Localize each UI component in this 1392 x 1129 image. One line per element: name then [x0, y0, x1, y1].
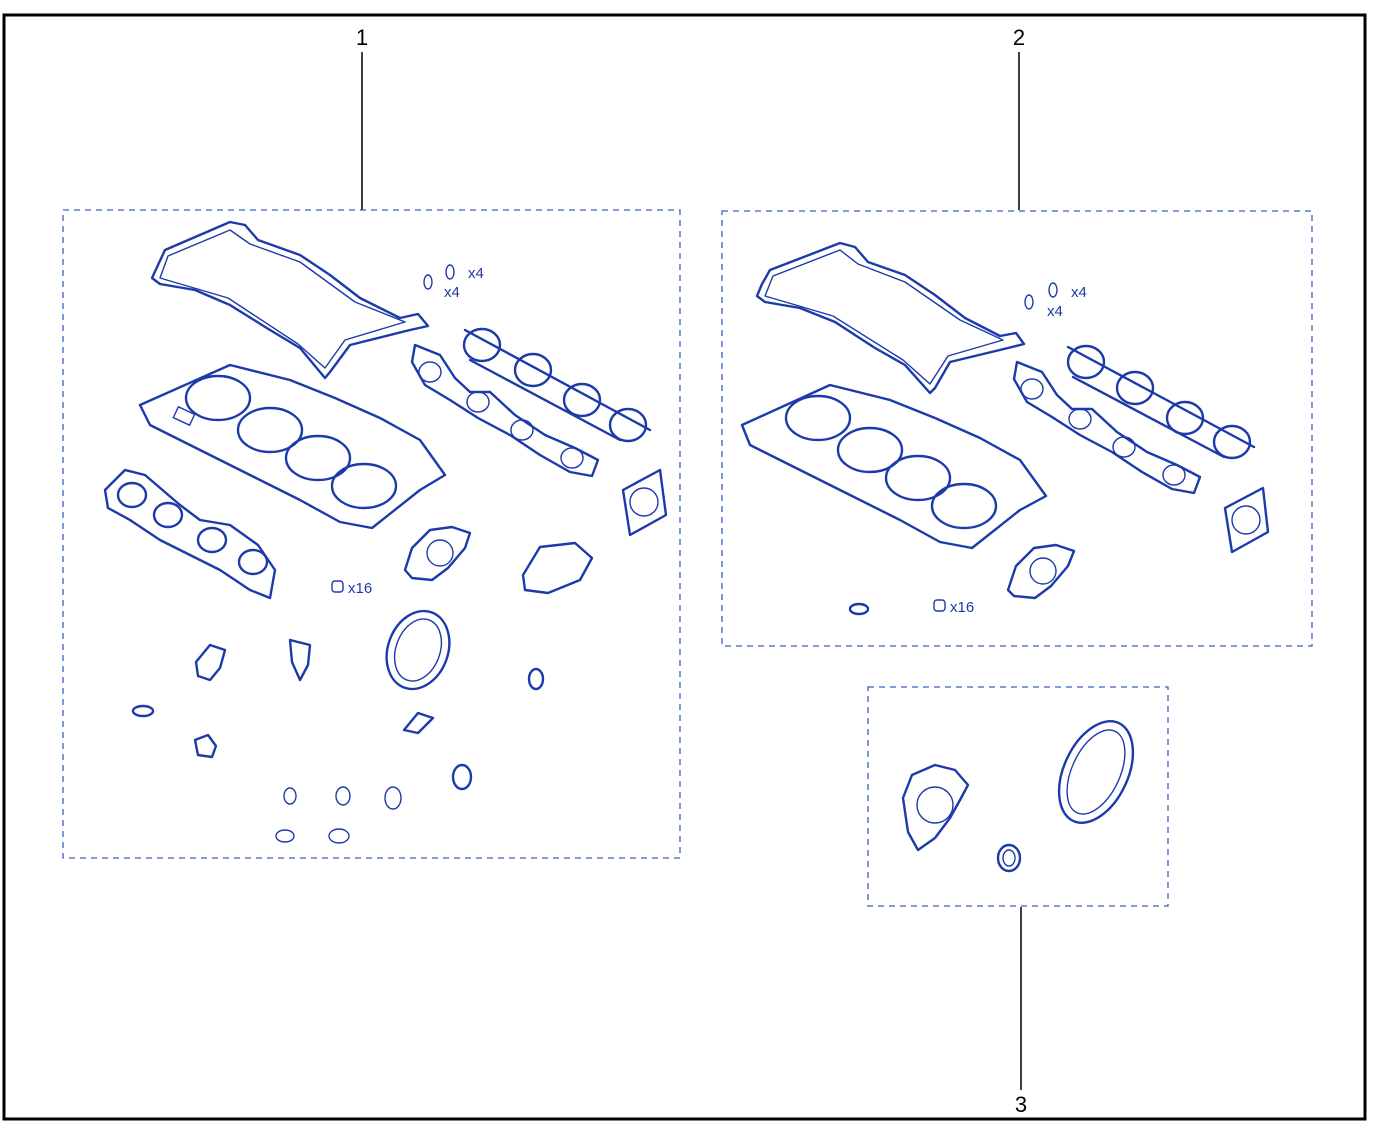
- kit-2-dashed-box: [721, 210, 1313, 647]
- exhaust-manifold-gasket: [103, 468, 277, 600]
- callout-1-label: 1: [356, 25, 368, 50]
- callout-2-label: 2: [1013, 25, 1025, 50]
- intake-manifold-gasket-d: [1066, 344, 1256, 460]
- oil-cooler-plate: [521, 541, 594, 595]
- o-ring-c: [451, 763, 473, 791]
- bolt-cup-icon-2: [933, 599, 946, 612]
- crankshaft-seal-3: [1057, 720, 1135, 824]
- callout-1: 1: [356, 25, 368, 210]
- o-ring-e: [335, 786, 351, 806]
- seal-small-a: [423, 274, 433, 290]
- o-ring-f: [384, 786, 402, 810]
- throttle-body-gasket-2: [1223, 486, 1270, 554]
- kit-2-qty-a: x4: [1071, 284, 1087, 301]
- kit-1-qty-a: x4: [468, 265, 484, 282]
- intake-manifold-gasket-b: [462, 327, 652, 443]
- kit-1-qty-b: x4: [444, 284, 460, 301]
- water-pump-gasket: [403, 525, 472, 582]
- intake-manifold-gasket-a: [410, 343, 600, 478]
- o-ring-h: [328, 828, 350, 844]
- kit-2-qty-c: x16: [950, 599, 974, 616]
- kit-1-dashed-box: [62, 209, 681, 859]
- bushing: [193, 733, 218, 759]
- callout-3: 3: [1015, 907, 1027, 1117]
- thermostat-gasket: [194, 643, 227, 682]
- valve-cover-gasket: [150, 220, 430, 380]
- kit-3-gasket-set: [867, 686, 1169, 907]
- water-pump-gasket-2: [1006, 543, 1076, 600]
- callout-3-label: 3: [1015, 1092, 1027, 1117]
- o-ring-3: [996, 843, 1022, 873]
- kit-1-gasket-set: x4 x4: [62, 209, 681, 859]
- seal-small-d: [1048, 282, 1058, 298]
- small-flange-gasket: [402, 711, 435, 735]
- water-pump-gasket-3: [901, 763, 970, 852]
- crankshaft-seal: [385, 609, 451, 691]
- throttle-body-gasket: [621, 468, 668, 537]
- diagram-frame: [2, 13, 1367, 1121]
- o-ring-b: [527, 667, 545, 691]
- kit-2-gasket-set: x4 x4 x16: [721, 210, 1313, 647]
- sensor-gasket: [288, 638, 312, 682]
- o-ring-a: [131, 704, 155, 718]
- kit-1-qty-c: x16: [348, 580, 372, 597]
- kit-3-dashed-box: [867, 686, 1169, 907]
- callout-2: 2: [1013, 25, 1025, 210]
- o-ring-g: [275, 829, 295, 843]
- seal-small-b: [445, 264, 455, 280]
- cylinder-head-gasket-2: [740, 383, 1048, 550]
- cylinder-head-gasket: [138, 363, 447, 530]
- o-ring-2a: [848, 602, 870, 616]
- o-ring-d: [283, 787, 297, 805]
- seal-small-c: [1024, 294, 1034, 310]
- bolt-cup-icon: [331, 580, 344, 593]
- kit-2-qty-b: x4: [1047, 303, 1063, 320]
- intake-manifold-gasket-c: [1012, 360, 1202, 495]
- valve-cover-gasket-2: [755, 241, 1026, 395]
